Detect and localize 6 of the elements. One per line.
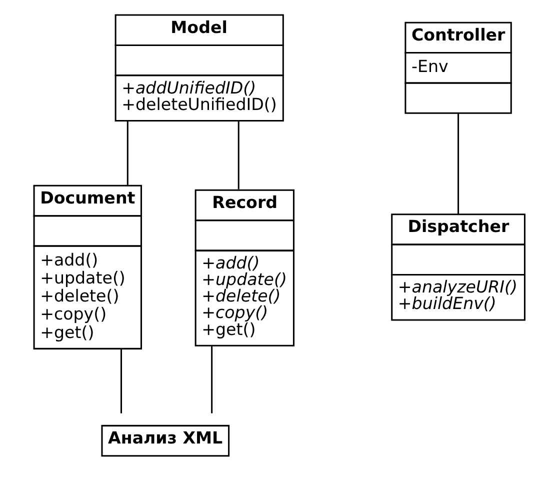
connector	[120, 348, 122, 413]
connector	[211, 344, 213, 413]
node-box: Анализ XML	[101, 424, 230, 456]
connector	[238, 120, 240, 189]
connector	[458, 113, 460, 214]
connector	[126, 120, 128, 185]
